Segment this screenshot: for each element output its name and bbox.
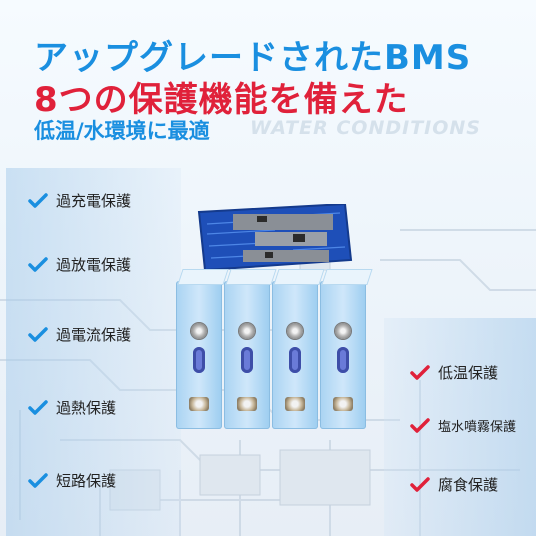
terminal-icon <box>333 397 353 411</box>
battery-cell-top <box>273 269 325 285</box>
terminal-icon <box>237 397 257 411</box>
battery-cell <box>176 269 229 429</box>
feature-label: 過放電保護 <box>56 256 132 274</box>
feature-label: 過充電保護 <box>56 192 132 210</box>
check-icon <box>28 326 48 342</box>
battery-cell <box>320 269 373 429</box>
bms-circuit-board <box>197 204 353 272</box>
battery-cell-top <box>177 269 229 285</box>
subtitle: 低温/水環境に最適 <box>34 119 210 143</box>
right-feature-panel <box>384 318 536 536</box>
check-icon <box>28 399 48 415</box>
title-line-1: アップグレードされたBMS <box>34 38 472 78</box>
left-feature-panel <box>6 168 181 536</box>
feature-short-circuit: 短路保護 <box>28 470 116 491</box>
check-icon <box>28 472 48 488</box>
check-icon <box>410 417 430 433</box>
terminal-icon <box>189 397 209 411</box>
feature-corrosion: 腐食保護 <box>410 474 498 495</box>
feature-label: 短路保護 <box>56 472 117 490</box>
battery-cell-top <box>321 269 373 285</box>
vent-icon <box>289 347 301 373</box>
feature-label: 腐食保護 <box>438 476 499 494</box>
feature-overcharge: 過充電保護 <box>28 190 131 211</box>
battery-cell <box>272 269 325 429</box>
battery-cell <box>224 269 277 429</box>
feature-label: 塩水噴霧保護 <box>438 420 517 435</box>
feature-label: 過熱保護 <box>56 399 117 417</box>
check-icon <box>28 192 48 208</box>
watermark-text: WATER CONDITIONS <box>250 117 481 139</box>
terminal-icon <box>191 323 207 339</box>
feature-overcurrent: 過電流保護 <box>28 324 131 345</box>
feature-label: 低温保護 <box>438 364 499 382</box>
feature-overheat: 過熱保護 <box>28 397 116 418</box>
battery-cell-top <box>225 269 277 285</box>
terminal-icon <box>239 323 255 339</box>
title-line-2: 8つの保護機能を備えた <box>34 80 409 120</box>
feature-label: 過電流保護 <box>56 326 132 344</box>
vent-icon <box>337 347 349 373</box>
check-icon <box>410 476 430 492</box>
feature-low-temperature: 低温保護 <box>410 362 498 383</box>
vent-icon <box>193 347 205 373</box>
vent-icon <box>241 347 253 373</box>
feature-overdischarge: 過放電保護 <box>28 254 131 275</box>
check-icon <box>28 256 48 272</box>
terminal-icon <box>285 397 305 411</box>
check-icon <box>410 364 430 380</box>
terminal-icon <box>335 323 351 339</box>
terminal-icon <box>287 323 303 339</box>
feature-salt-spray: 塩水噴霧保護 <box>410 416 516 435</box>
